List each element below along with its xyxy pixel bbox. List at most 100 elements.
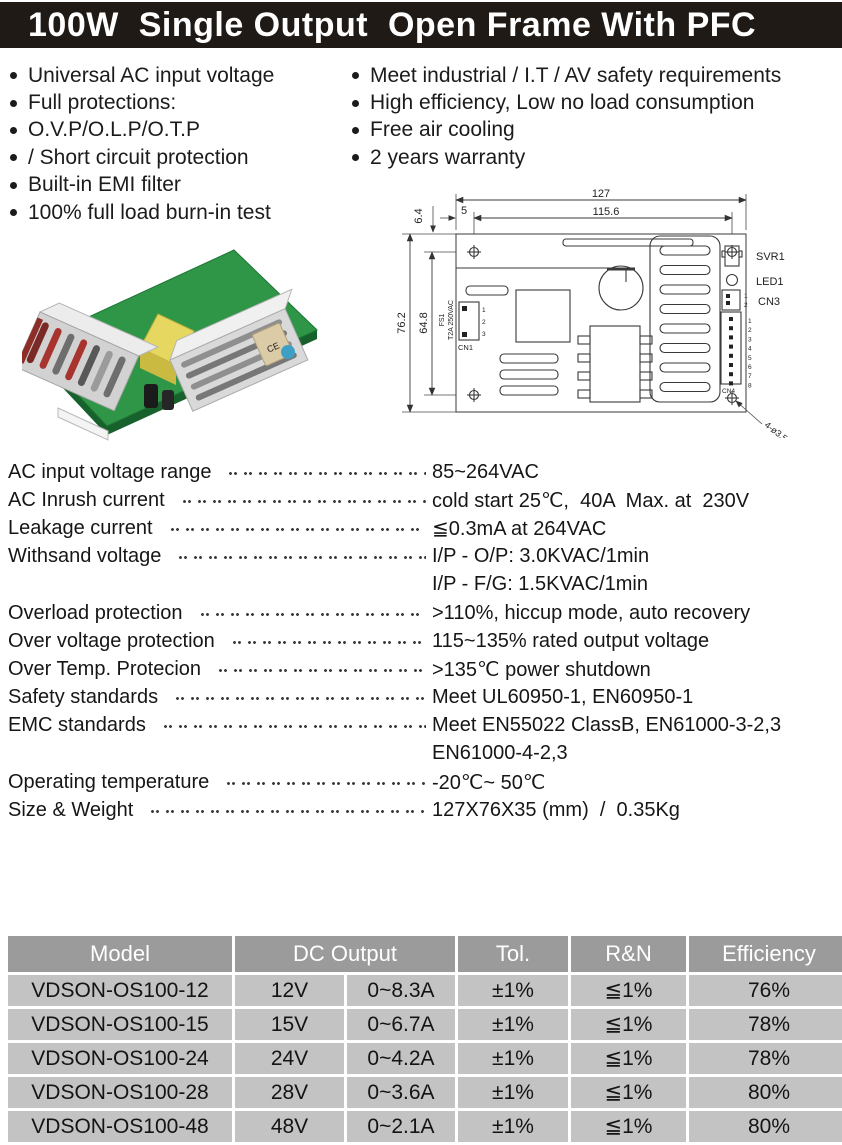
spec-value: Meet EN55022 ClassB, EN61000-3-2,3 bbox=[432, 714, 782, 737]
dimension-lines: 127 115.6 5 6.4 76.2 64.8 bbox=[396, 188, 747, 413]
board-components bbox=[456, 235, 721, 403]
fs1-label: FS1 bbox=[439, 313, 446, 326]
dotted-leader bbox=[20, 750, 416, 759]
spec-value: I/P - O/P: 3.0KVAC/1min bbox=[432, 545, 650, 568]
dotted-leader bbox=[164, 524, 426, 534]
cell-model: VDSON-OS100-28 bbox=[8, 1077, 232, 1108]
feature-text: O.V.P/O.L.P/O.T.P bbox=[28, 118, 200, 142]
spec-label: Safety standards bbox=[8, 686, 159, 709]
col-header-efficiency: Efficiency bbox=[689, 936, 842, 972]
bullet-icon bbox=[10, 99, 17, 107]
col-header-rn: R&N bbox=[571, 936, 686, 972]
cell-current: 0~8.3A bbox=[347, 975, 455, 1006]
feature-item: Universal AC input voltage bbox=[10, 62, 274, 89]
feature-item: 2 years warranty bbox=[352, 144, 781, 171]
spec-value: 115~135% rated output voltage bbox=[432, 629, 710, 652]
bullet-icon bbox=[10, 209, 17, 217]
spec-label: EMC standards bbox=[8, 714, 146, 737]
dotted-leader bbox=[157, 722, 426, 732]
dotted-leader bbox=[226, 637, 426, 647]
cell-current: 0~4.2A bbox=[347, 1043, 455, 1074]
cell-model: VDSON-OS100-12 bbox=[8, 975, 232, 1006]
feature-text: 2 years warranty bbox=[370, 145, 526, 169]
dim-total-width: 127 bbox=[592, 188, 610, 200]
cn3-label: CN3 bbox=[758, 296, 780, 308]
cell-efficiency: 78% bbox=[689, 1009, 842, 1040]
col-header-model: Model bbox=[8, 936, 232, 972]
feature-item: 100% full load burn-in test bbox=[10, 199, 274, 226]
cn4-pin-label: 8 bbox=[748, 382, 752, 389]
bullet-icon bbox=[352, 99, 359, 107]
col-header-dc-output: DC Output bbox=[235, 936, 455, 972]
cell-model: VDSON-OS100-24 bbox=[8, 1043, 232, 1074]
fuse-rating-label: T2A 250VAC bbox=[448, 300, 455, 340]
bullet-icon bbox=[352, 126, 359, 134]
feature-item: Meet industrial / I.T / AV safety requir… bbox=[352, 62, 781, 89]
model-table: Model DC Output Tol. R&N Efficiency VDSO… bbox=[8, 936, 842, 1142]
cn4-pin-label: 4 bbox=[748, 346, 752, 353]
feature-text: Built-in EMI filter bbox=[28, 173, 181, 197]
dotted-leader bbox=[20, 581, 426, 590]
cn1-connector: 1 2 3 CN1 FS1 T2A 250VAC bbox=[439, 300, 486, 352]
led1-label: LED1 bbox=[756, 276, 784, 288]
board-outline bbox=[455, 233, 747, 413]
bullet-icon bbox=[10, 126, 17, 134]
cell-rn: ≦1% bbox=[571, 1009, 686, 1040]
dim-hole-offset: 5 bbox=[461, 205, 467, 217]
feature-list-right: Meet industrial / I.T / AV safety requir… bbox=[352, 62, 781, 172]
output-connector bbox=[57, 407, 109, 441]
feature-text: 100% full load burn-in test bbox=[28, 200, 271, 224]
spec-label: Overload protection bbox=[8, 601, 183, 624]
cell-model: VDSON-OS100-15 bbox=[8, 1009, 232, 1040]
dotted-leader bbox=[223, 468, 426, 478]
dim-total-height: 76.2 bbox=[396, 312, 408, 333]
spec-row: Operating temperature-20℃~ 50℃ bbox=[8, 768, 834, 796]
cell-tol: ±1% bbox=[458, 975, 568, 1006]
feature-item: O.V.P/O.L.P/O.T.P bbox=[10, 117, 274, 144]
spec-value: -20℃~ 50℃ bbox=[432, 771, 546, 794]
cn1-label: CN1 bbox=[458, 343, 473, 352]
spec-value: >110%, hiccup mode, auto recovery bbox=[432, 601, 751, 624]
spec-label: AC input voltage range bbox=[8, 460, 212, 483]
cell-efficiency: 78% bbox=[689, 1043, 842, 1074]
dimension-drawing: 127 115.6 5 6.4 76.2 64.8 bbox=[396, 188, 789, 438]
cell-voltage: 15V bbox=[235, 1009, 344, 1040]
cn4-pin-label: 3 bbox=[748, 336, 752, 343]
ce-mark: CE bbox=[265, 340, 281, 354]
feature-text: Universal AC input voltage bbox=[28, 63, 275, 87]
feature-item: Full protections: bbox=[10, 89, 274, 116]
spec-label: Size & Weight bbox=[8, 798, 134, 821]
dotted-leader bbox=[213, 665, 426, 675]
bullet-icon bbox=[352, 154, 359, 162]
cn4-pin-label: 6 bbox=[748, 364, 752, 371]
dotted-leader bbox=[221, 778, 426, 788]
cell-rn: ≦1% bbox=[571, 1111, 686, 1142]
feature-item: High efficiency, Low no load consumption bbox=[352, 89, 781, 116]
cell-rn: ≦1% bbox=[571, 1077, 686, 1108]
feature-text: / Short circuit protection bbox=[28, 145, 249, 169]
cn4-pin-label: 2 bbox=[748, 327, 752, 334]
cell-model: VDSON-OS100-48 bbox=[8, 1111, 232, 1142]
left-heatsink-cover bbox=[22, 302, 160, 412]
cell-efficiency: 80% bbox=[689, 1111, 842, 1142]
dim-top-offset: 6.4 bbox=[413, 208, 425, 223]
cn4-label: CN4 bbox=[722, 388, 735, 395]
feature-item: Built-in EMI filter bbox=[10, 172, 274, 199]
page-title: 100W Single Output Open Frame With PFC bbox=[0, 2, 842, 48]
feature-text: Meet industrial / I.T / AV safety requir… bbox=[370, 63, 782, 87]
feature-text: Full protections: bbox=[28, 91, 177, 115]
feature-text: High efficiency, Low no load consumption bbox=[370, 91, 755, 115]
spec-row: AC input voltage range 85~264VAC bbox=[8, 458, 834, 486]
spec-label: AC Inrush current bbox=[8, 488, 165, 511]
spec-row: Leakage current≦0.3mA at 264VAC bbox=[8, 514, 834, 542]
spec-value: EN61000-4-2,3 bbox=[432, 742, 568, 765]
spec-row: I/P - F/G: 1.5KVAC/1min bbox=[8, 571, 834, 599]
spec-value: 85~264VAC bbox=[432, 460, 539, 483]
cell-tol: ±1% bbox=[458, 1043, 568, 1074]
spec-value: >135℃ power shutdown bbox=[432, 658, 651, 681]
cell-voltage: 28V bbox=[235, 1077, 344, 1108]
feature-item: Free air cooling bbox=[352, 117, 781, 144]
cn4-pin-label: 7 bbox=[748, 373, 752, 380]
cell-tol: ±1% bbox=[458, 1077, 568, 1108]
